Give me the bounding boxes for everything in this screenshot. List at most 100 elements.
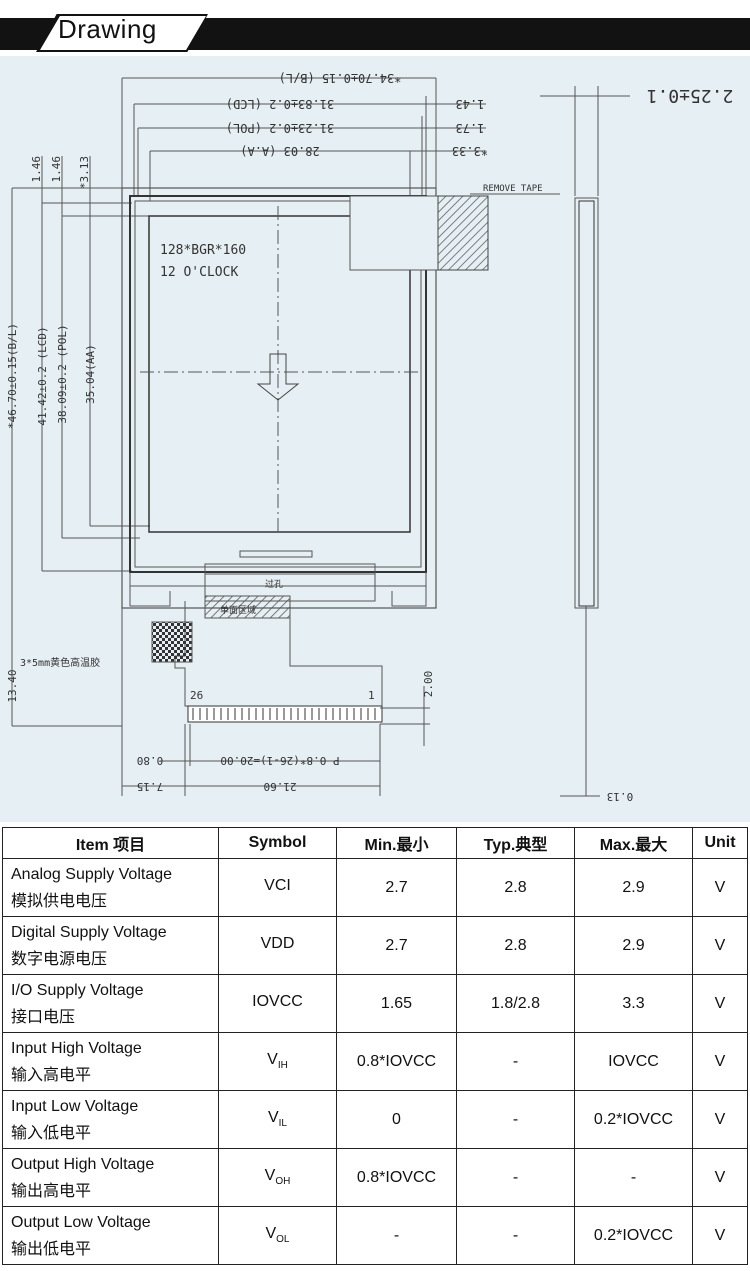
symbol: VDD [260,935,295,953]
section-title: Drawing [58,14,157,44]
symbol-cell: VCI [218,858,337,917]
dim-pin-height: 2.00 [422,671,435,698]
min-cell: 1.65 [336,974,457,1033]
spec-table: Item 项目 Symbol Min.最小 Typ.典型 Max.最大 Unit… [2,827,748,1265]
typ-cell: 1.8/2.8 [456,974,575,1033]
dim-pin-edge: 0.80 [137,754,164,767]
unit-cell: V [692,1148,748,1207]
header-tab [40,16,206,50]
symbol-cell: VDD [218,916,337,975]
dim-fpc-offset: 7.15 [137,780,164,793]
item-cn: 输入低电平 [11,1124,92,1142]
max-cell: IOVCC [574,1032,693,1091]
fpc-label-single-side: 单面区域 [220,604,256,616]
header-min: Min.最小 [336,827,457,859]
min-cell: 0 [336,1090,457,1149]
min-cell: - [336,1206,457,1265]
dim-right-1: 1.43 [456,97,485,111]
item-en: Analog Supply Voltage [11,865,173,883]
min-cell: 0.8*IOVCC [336,1148,457,1207]
pin-1-label: 1 [368,689,375,702]
symbol-cell: IOVCC [218,974,337,1033]
item-cell: Output Low Voltage 输出低电平 [2,1206,219,1265]
max-cell: 2.9 [574,916,693,975]
item-en: Input High Voltage [11,1039,142,1057]
dim-top-3: *3.13 [78,156,91,189]
dim-pol-width: 31.23±0.2 (POL) [226,121,334,135]
item-cn: 接口电压 [11,1008,76,1026]
dim-aa-width: 28.03 (A.A) [240,144,319,158]
header-item: Item 项目 [2,827,219,859]
header-symbol: Symbol [218,827,337,859]
dim-aa-height: 35.04(AA) [84,344,97,404]
orientation-label: 12 O'CLOCK [160,265,238,280]
dim-right-3: *3.33 [452,144,488,158]
dim-pol-height: 38.09±0.2 (POL) [56,324,69,423]
symbol-cell: VOH [218,1148,337,1207]
symbol: V [265,1225,277,1243]
item-cn: 输出高电平 [11,1182,92,1200]
dim-top-2: 1.46 [50,156,63,183]
item-cn: 输出低电平 [11,1240,92,1258]
typ-cell: - [456,1148,575,1207]
item-en: Output Low Voltage [11,1213,151,1231]
section-header: Drawing [0,0,750,56]
header-typ: Typ.典型 [456,827,575,859]
dim-bl-height: *46.70±0.15(B/L) [6,323,19,429]
typ-cell: - [456,1090,575,1149]
min-cell: 2.7 [336,858,457,917]
item-en: I/O Supply Voltage [11,981,144,999]
fpc-label-via: 过孔 [265,578,283,590]
pin-26-label: 26 [190,689,203,702]
max-cell: 0.2*IOVCC [574,1206,693,1265]
symbol-cell: VIH [218,1032,337,1091]
unit-cell: V [692,1090,748,1149]
max-cell: 2.9 [574,858,693,917]
symbol: IOVCC [252,993,303,1011]
symbol-sub: OH [275,1176,291,1188]
typ-cell: - [456,1206,575,1265]
symbol-cell: VIL [218,1090,337,1149]
symbol: V [267,1051,278,1069]
table-header-row: Item 项目 Symbol Min.最小 Typ.典型 Max.最大 Unit [2,827,748,859]
item-en: Digital Supply Voltage [11,923,167,941]
header-unit: Unit [692,827,748,859]
unit-cell: V [692,1206,748,1265]
technical-drawing: *34.70±0.15 (B/L) 31.83±0.2 (LCD) 31.23±… [0,56,750,822]
max-cell: 0.2*IOVCC [574,1090,693,1149]
drawing-svg: *34.70±0.15 (B/L) 31.83±0.2 (LCD) 31.23±… [6,71,733,803]
dim-top-1: 1.46 [30,156,43,183]
min-cell: 0.8*IOVCC [336,1032,457,1091]
unit-cell: V [692,858,748,917]
item-en: Output High Voltage [11,1155,155,1173]
min-cell: 2.7 [336,916,457,975]
symbol-sub: IH [277,1060,288,1072]
remove-tape-label: REMOVE TAPE [483,184,543,194]
symbol: V [264,1167,276,1185]
dim-fpc-length: 13.40 [6,669,19,702]
item-cell: Output High Voltage 输出高电平 [2,1148,219,1207]
typ-cell: - [456,1032,575,1091]
max-cell: 3.3 [574,974,693,1033]
item-cn: 数字电源电压 [11,950,108,968]
unit-cell: V [692,916,748,975]
resolution-label: 128*BGR*160 [160,243,246,258]
dim-fpc-width: 21.60 [263,780,296,793]
symbol: VCI [264,877,291,895]
dim-bl-width: *34.70±0.15 (B/L) [279,71,402,85]
max-cell: - [574,1148,693,1207]
dim-lcd-height: 41.42±0.2 (LCD) [36,326,49,425]
header-max: Max.最大 [574,827,693,859]
dim-right-2: 1.73 [456,121,485,135]
dim-pitch: P 0.8*(26-1)=20.00 [220,754,339,767]
unit-cell: V [692,1032,748,1091]
symbol: V [267,1109,279,1127]
symbol-sub: OL [276,1234,290,1246]
symbol-sub: IL [278,1118,287,1130]
